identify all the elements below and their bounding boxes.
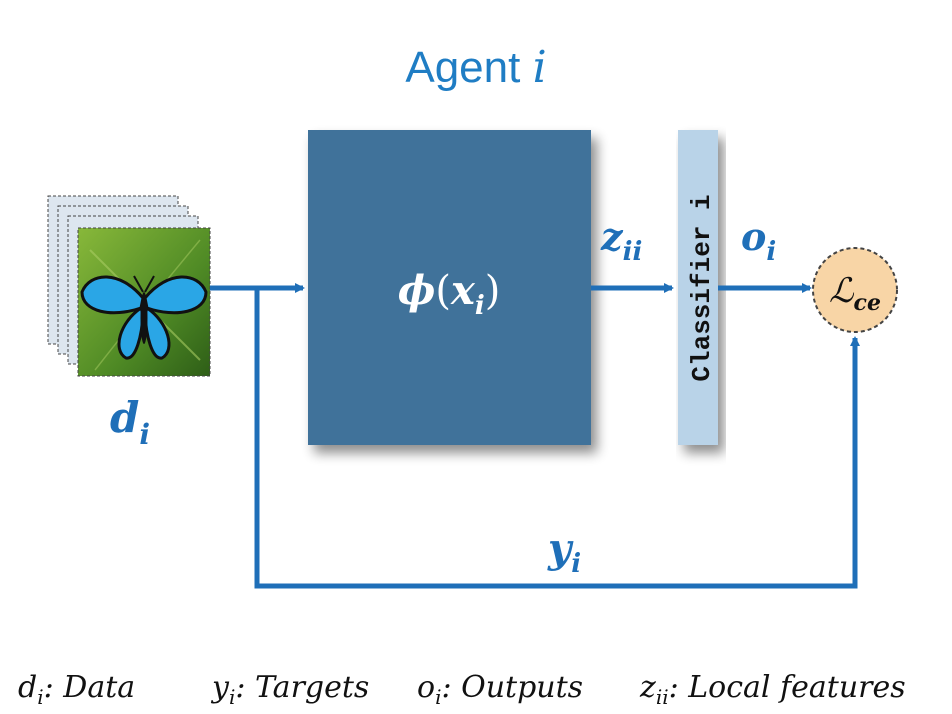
legend: di: Data yi: Targets oi: Outputs zii: Lo… bbox=[18, 670, 906, 709]
loss-node bbox=[812, 247, 898, 333]
encoder-box bbox=[308, 130, 591, 445]
butterfly-image-stack-icon bbox=[47, 195, 211, 377]
loss-label: ℒce bbox=[829, 271, 881, 316]
outputs-label: oi bbox=[741, 214, 776, 267]
features-label: zii bbox=[600, 214, 642, 267]
legend-item-features: zii: Local features bbox=[639, 670, 906, 709]
legend-item-data: di: Data bbox=[18, 670, 135, 709]
encoder-label: ϕ(xi) bbox=[398, 267, 501, 321]
targets-label: yi bbox=[547, 525, 581, 579]
input-label: di bbox=[110, 393, 150, 451]
diagram-title: Agent i bbox=[405, 42, 546, 93]
butterfly-icon bbox=[80, 275, 208, 360]
legend-item-targets: yi: Targets bbox=[210, 670, 369, 709]
targets-path bbox=[254, 288, 860, 589]
classifier-label: Classifier i bbox=[687, 194, 717, 381]
legend-item-outputs: oi: Outputs bbox=[417, 670, 583, 709]
classifier-box bbox=[678, 130, 718, 445]
